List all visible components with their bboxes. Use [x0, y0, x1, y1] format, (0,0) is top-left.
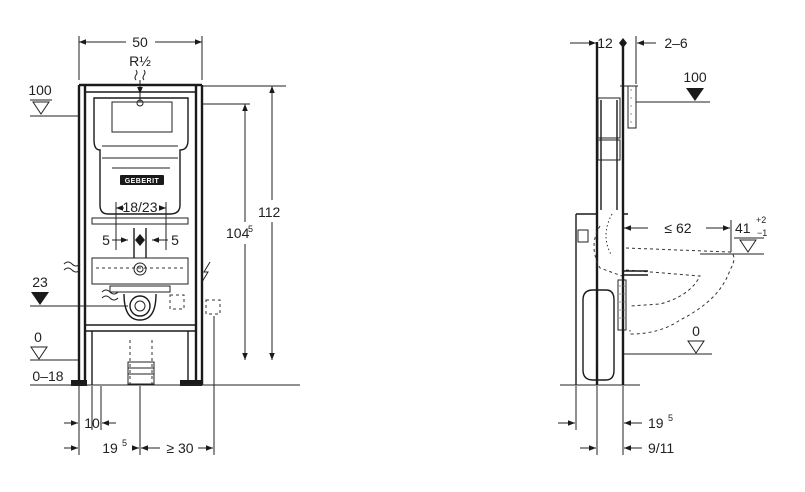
svg-text:100: 100 — [28, 82, 52, 98]
lower-plumbing — [63, 217, 221, 385]
svg-text:0–18: 0–18 — [32, 368, 63, 384]
wc-bowl — [593, 213, 735, 335]
svg-text:R½: R½ — [129, 53, 151, 69]
svg-text:5: 5 — [171, 232, 179, 248]
side-level-0: 0 — [624, 323, 712, 355]
svg-text:≥ 30: ≥ 30 — [166, 440, 193, 456]
svg-text:100: 100 — [683, 69, 707, 85]
dim-bottom-30: ≥ 30 — [141, 316, 215, 456]
dim-height-104: 104 5 — [226, 104, 253, 360]
svg-text:19: 19 — [648, 415, 664, 431]
level-0-marker: 0 0–18 — [30, 329, 79, 384]
dim-height-112: 112 — [258, 86, 281, 360]
svg-text:+2: +2 — [756, 215, 766, 225]
svg-text:GEBERIT: GEBERIT — [125, 178, 160, 185]
svg-text:23: 23 — [32, 274, 48, 290]
svg-text:41: 41 — [735, 220, 751, 236]
svg-text:104: 104 — [226, 225, 250, 241]
level-100-marker: 100 — [28, 82, 286, 117]
dim-offsets-5: 5 5 — [102, 232, 179, 248]
dim-bottom-10: 10 — [64, 386, 116, 431]
side-view: 12 2–6 100 ≤ 62 41 +2 −1 — [558, 35, 767, 456]
side-lower-frame — [575, 213, 628, 385]
side-level-100: 100 — [636, 69, 710, 103]
svg-text:18/23: 18/23 — [122, 199, 157, 215]
svg-text:0: 0 — [692, 323, 700, 339]
svg-text:−1: −1 — [757, 228, 767, 238]
dim-side-bottom-9-11: 9/11 — [580, 386, 674, 456]
svg-text:0: 0 — [34, 329, 42, 345]
svg-text:9/11: 9/11 — [648, 440, 674, 456]
level-23-marker: 23 — [30, 274, 128, 307]
svg-text:5: 5 — [102, 232, 110, 248]
dim-width-50: 50 — [78, 34, 203, 80]
front-frame — [71, 83, 204, 386]
pipe-r-half: R½ — [129, 53, 151, 94]
svg-text:5: 5 — [248, 224, 253, 234]
svg-text:12: 12 — [597, 35, 613, 51]
svg-text:50: 50 — [132, 34, 148, 50]
svg-text:112: 112 — [258, 204, 281, 220]
dim-side-top-2-6: 2–6 — [635, 35, 688, 84]
svg-text:≤ 62: ≤ 62 — [664, 220, 691, 236]
dim-spacing-18-23: 18/23 — [115, 199, 167, 250]
svg-text:5: 5 — [122, 438, 127, 448]
cistern: GEBERIT — [93, 92, 189, 215]
front-view: GEBERIT — [28, 34, 300, 456]
dim-side-top-12: 12 — [570, 35, 627, 51]
svg-text:10: 10 — [84, 415, 100, 431]
svg-text:2–6: 2–6 — [664, 35, 688, 51]
dim-side-le-62: ≤ 62 — [624, 220, 732, 252]
dim-side-bottom-19-5: 19 5 — [558, 386, 673, 455]
dim-bottom-19-5: 19 5 — [64, 386, 141, 456]
side-level-41: 41 +2 −1 — [700, 215, 767, 255]
geberit-logo: GEBERIT — [120, 175, 164, 185]
svg-text:19: 19 — [102, 440, 118, 456]
svg-text:5: 5 — [668, 413, 673, 423]
